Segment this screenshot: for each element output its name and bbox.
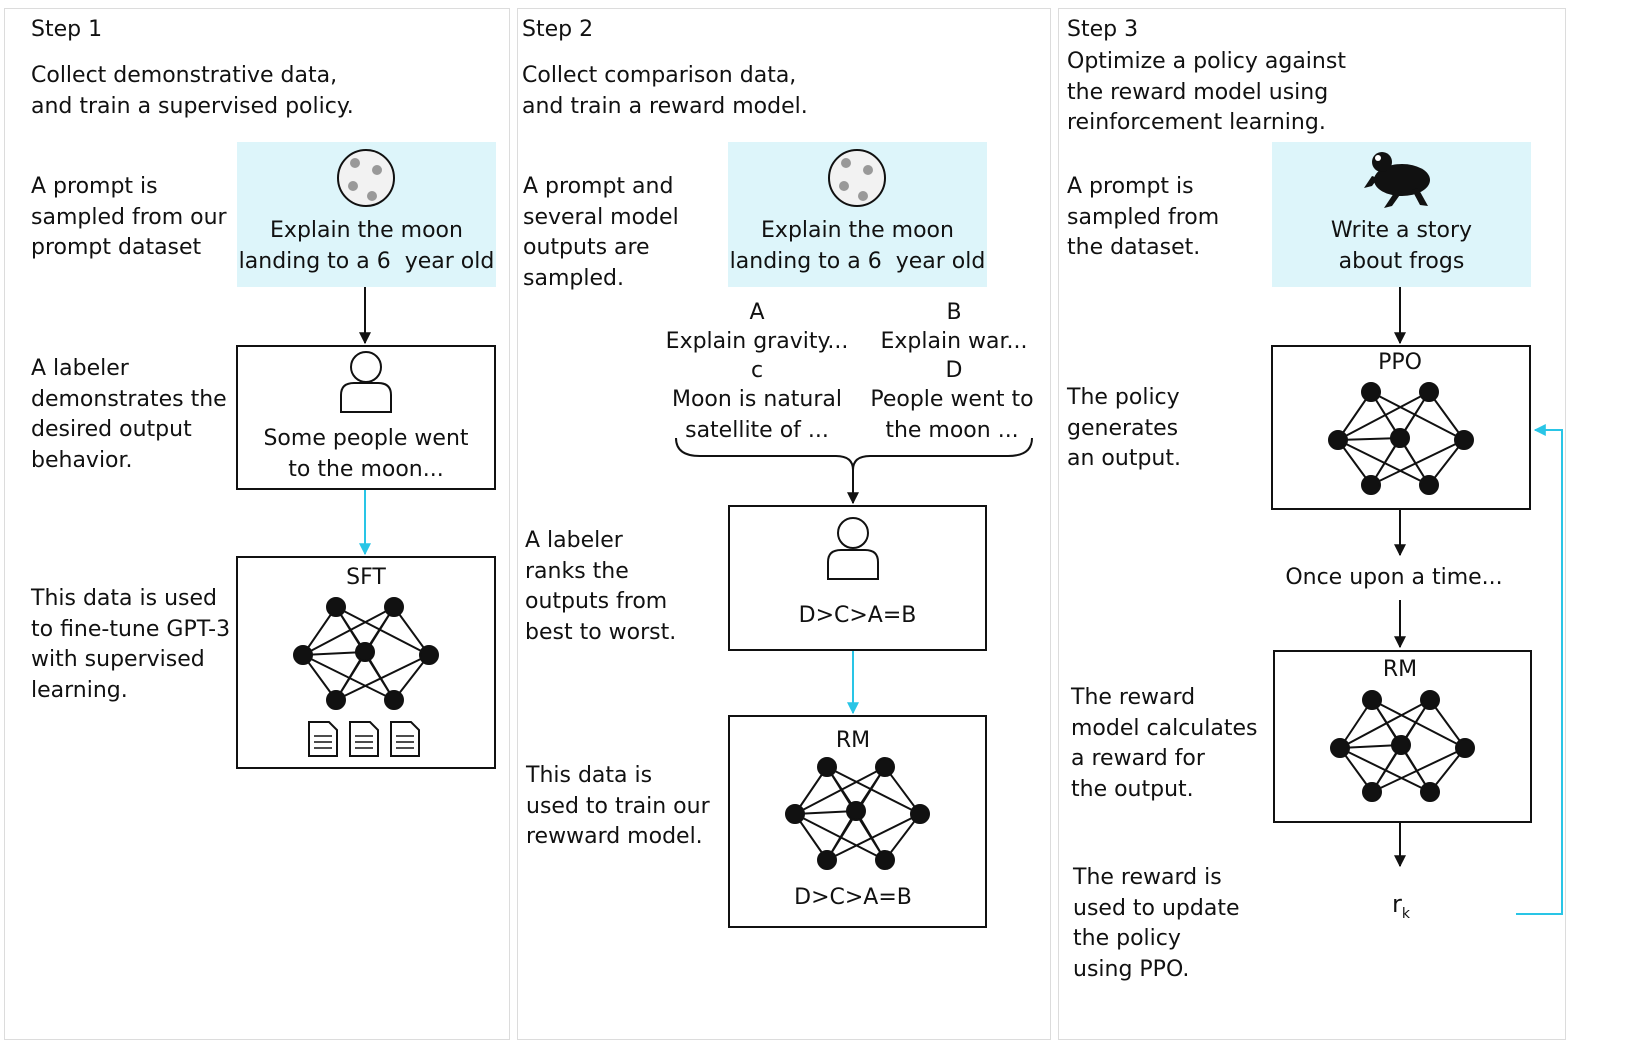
step2-rm-box [728,715,987,928]
reward-subscript: k [1401,905,1410,922]
person-icon [340,351,392,413]
reward-symbol: rk [1392,890,1410,922]
step1-train-desc: This data is used to fine-tune GPT-3 wit… [31,586,231,703]
feedback-arrow [1516,424,1563,915]
neural-network-icon [293,597,439,710]
step3-policy-label: PPO [1378,350,1422,375]
step3-ppo-box [1271,345,1531,510]
step2-prompt-desc: A prompt and several model outputs are s… [523,174,679,291]
output-letter-d: D [945,358,963,383]
step2-panel [517,8,1051,1040]
neural-network-icon [785,757,930,870]
step1-title: Collect demonstrative data, and train a … [31,63,354,119]
person-icon [827,517,879,580]
step3-output-text: Once upon a time... [1285,565,1503,590]
step3-prompt-desc: A prompt is sampled from the dataset. [1067,174,1220,260]
step3-panel [1058,8,1566,1040]
output-text-d: People went to the moon ... [870,387,1034,443]
step3-reward-desc: The reward model calculates a reward for… [1071,685,1258,802]
step2-prompt-text: Explain the moon landing to a 6 year old [729,218,986,274]
neural-network-icon [1328,382,1474,495]
document-icon [308,721,338,757]
step2-heading: Step 2 [522,17,594,42]
step3-title: Optimize a policy against the reward mod… [1067,49,1346,135]
step1-prompt-desc: A prompt is sampled from our prompt data… [31,174,227,260]
step1-model-label: SFT [346,565,386,590]
step3-rm-label: RM [1382,657,1418,682]
step3-prompt-text: Write a story about frogs [1330,218,1473,274]
step2-title: Collect comparison data, and train a rew… [522,63,808,119]
output-text-b: Explain war... [880,329,1028,354]
document-icon [390,721,420,757]
output-letter-c: c [750,358,764,383]
step1-panel [4,8,510,1040]
reward-r: r [1392,890,1402,918]
output-text-a: Explain gravity... [665,329,849,354]
neural-network-icon [1330,690,1475,802]
step2-model-label: RM [835,728,871,753]
output-letter-b: B [946,300,962,325]
step3-update-desc: The reward is used to update the policy … [1073,865,1240,982]
step2-ranking: D>C>A=B [798,603,917,628]
step1-labeler-text: Some people went to the moon... [263,426,469,482]
step1-heading: Step 1 [31,17,103,42]
frog-icon [1364,152,1430,208]
step2-train-desc: This data is used to train our rewward m… [526,763,710,849]
output-letter-a: A [749,300,765,325]
step2-labeler-desc: A labeler ranks the outputs from best to… [525,528,677,645]
moon-icon [337,149,395,207]
document-icon [349,721,379,757]
step3-policy-desc: The policy generates an output. [1067,385,1181,471]
moon-icon [828,149,886,207]
step1-prompt-text: Explain the moon landing to a 6 year old [238,218,495,274]
output-text-c: Moon is natural satellite of ... [671,387,843,443]
step1-labeler-desc: A labeler demonstrates the desired outpu… [31,356,227,473]
step3-heading: Step 3 [1067,17,1139,42]
step2-model-ranking: D>C>A=B [794,885,912,910]
